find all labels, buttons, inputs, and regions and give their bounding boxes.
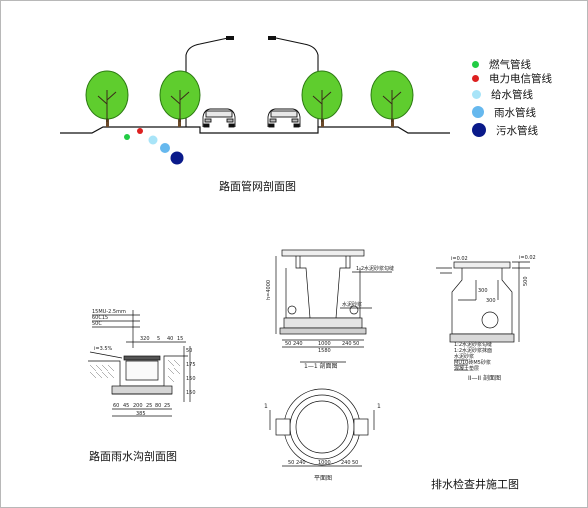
svg-text:50: 50 [285,341,291,347]
svg-text:500: 500 [523,276,529,286]
svg-text:320: 320 [140,336,150,342]
car-right [267,108,301,128]
legend-label-rainwater: 雨水管线 [494,106,536,119]
svg-text:1:2水泥砂浆勾缝: 1:2水泥砂浆勾缝 [356,265,394,272]
svg-text:240: 240 [293,341,303,347]
power-legend-icon [472,74,479,82]
street-light-right [275,37,319,127]
svg-text:25: 25 [146,403,152,409]
svg-text:II—II 剖面图: II—II 剖面图 [468,374,501,382]
svg-text:240: 240 [341,460,351,466]
sewage-legend-icon [472,123,486,137]
water-supply-legend-icon [472,89,481,99]
road-section-title: 路面管网剖面图 [219,180,296,193]
svg-text:50C: 50C [92,321,102,327]
legend-label-water-supply: 给水管线 [491,88,533,101]
car-left [202,108,236,128]
legend-label-gas: 燃气管线 [489,58,531,71]
gutter-dimension-text: 15MU-2.5mm 60C15 50C 320 5 40 15 i=3.5% … [92,309,196,417]
water-supply-pipe [148,135,158,145]
tree-1 [85,70,129,127]
svg-text:h=4000: h=4000 [266,280,272,300]
svg-text:1580: 1580 [318,348,331,354]
svg-text:300: 300 [478,288,488,294]
sewage-pipe [170,151,184,165]
svg-text:1000: 1000 [318,460,331,466]
svg-text:1000: 1000 [318,341,331,347]
gas-legend-icon [472,60,479,68]
svg-text:15: 15 [177,336,183,342]
tree-3 [301,70,343,127]
svg-text:385: 385 [136,411,146,417]
svg-text:200: 200 [133,403,143,409]
svg-text:60: 60 [113,403,119,409]
svg-text:1—1 剖面图: 1—1 剖面图 [304,362,338,370]
manhole-plan-drawing [269,388,375,467]
svg-text:i=0.02: i=0.02 [451,256,468,262]
legend-label-sewage: 污水管线 [496,124,538,137]
power-telecom-pipe [137,128,143,134]
gas-pipe [124,134,130,140]
svg-text:40: 40 [167,336,173,342]
tree-2 [159,70,201,127]
rainwater-pipe [160,143,170,153]
legend-item-power: 电力电信管线 [472,70,552,86]
legend-item-gas: 燃气管线 [472,56,531,72]
svg-text:45: 45 [123,403,129,409]
svg-text:50: 50 [186,348,192,354]
svg-text:300: 300 [486,298,496,304]
svg-text:150: 150 [186,376,196,382]
manhole-section-2-text: i=0.02 i=0.02 300 300 500 1:2水泥砂浆勾缝 1:2水… [451,255,536,382]
gutter-section-drawing [88,310,191,417]
svg-text:平面图: 平面图 [314,475,332,482]
street-light-left [185,37,229,127]
svg-text:1: 1 [264,403,268,410]
tree-4 [370,70,414,127]
svg-text:i=0.02: i=0.02 [519,255,536,261]
svg-text:1: 1 [377,403,381,410]
legend-item-rainwater: 雨水管线 [472,104,536,120]
road-section-drawing [60,36,450,165]
svg-text:i=3.5%: i=3.5% [94,346,113,352]
legend-item-sewage: 污水管线 [472,122,538,138]
svg-text:混凝土垫层: 混凝土垫层 [454,365,479,372]
svg-text:1:2水泥砂浆抹面: 1:2水泥砂浆抹面 [454,347,492,354]
svg-text:50: 50 [352,460,358,466]
gutter-section-title: 路面雨水沟剖面图 [89,450,177,463]
svg-text:水泥砂浆: 水泥砂浆 [454,353,474,360]
manhole-section-1-text: h=4000 50 240 1000 240 50 1580 1:2水泥砂浆勾缝… [266,265,394,370]
manhole-section-1-drawing [275,249,392,363]
svg-text:15MU-2.5mm: 15MU-2.5mm [92,309,126,315]
manhole-plan-text: 1 1 50 240 1000 240 50 平面图 [264,403,381,482]
svg-text:50: 50 [353,341,359,347]
manhole-title: 排水检查井施工图 [431,478,519,491]
svg-text:60C15: 60C15 [92,315,108,321]
legend-label-power: 电力电信管线 [489,72,552,85]
svg-text:240: 240 [296,460,306,466]
svg-text:175: 175 [186,362,196,368]
svg-text:水泥砂浆: 水泥砂浆 [342,301,362,308]
svg-text:25: 25 [164,403,170,409]
manhole-section-2-drawing [436,261,530,371]
rainwater-legend-icon [472,106,484,118]
svg-text:5: 5 [157,336,160,342]
svg-text:50: 50 [288,460,294,466]
svg-text:1:2水泥砂浆勾缝: 1:2水泥砂浆勾缝 [454,341,492,348]
svg-text:MU10砖M5砂浆: MU10砖M5砂浆 [454,359,491,366]
svg-text:80: 80 [155,403,161,409]
svg-text:240: 240 [342,341,352,347]
legend-item-water-supply: 给水管线 [472,86,533,102]
ground-profile [60,126,450,134]
svg-text:150: 150 [186,390,196,396]
